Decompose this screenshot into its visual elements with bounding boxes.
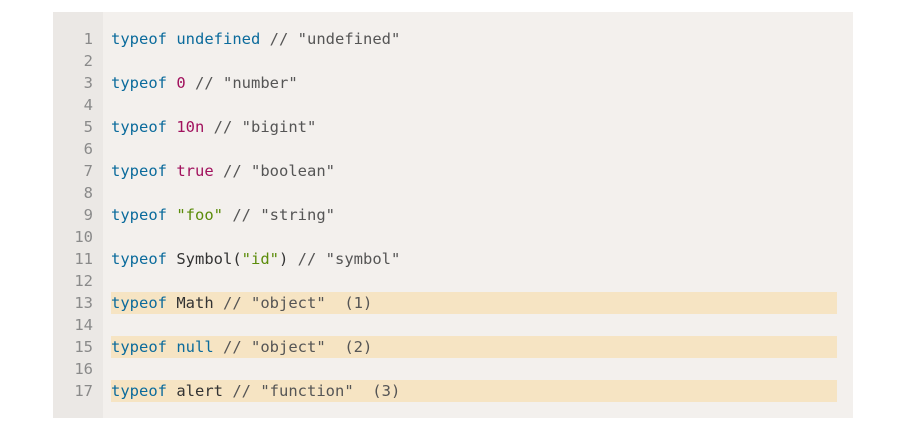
code-line: 15 typeof null // "object" (2) [53, 336, 853, 358]
code-token: Symbol( [167, 250, 242, 268]
line-number: 8 [83, 184, 93, 202]
code-token: // "number" [185, 74, 298, 92]
code-line: 17 typeof alert // "function" (3) [53, 380, 853, 402]
code-line: 8 [53, 182, 853, 204]
code-token: // "bigint" [204, 118, 317, 136]
line-number: 11 [74, 250, 93, 268]
line-number: 2 [83, 52, 93, 70]
line-number: 5 [83, 118, 93, 136]
code-token: typeof [111, 294, 167, 312]
code-text: typeof undefined // "undefined" [111, 28, 400, 50]
code-token: typeof [111, 74, 167, 92]
line-number: 15 [74, 338, 93, 356]
line-number: 7 [83, 162, 93, 180]
code-token [167, 338, 176, 356]
code-line: 5 typeof 10n // "bigint" [53, 116, 853, 138]
line-number: 14 [74, 316, 93, 334]
code-line: 12 [53, 270, 853, 292]
code-token: 10n [176, 118, 205, 136]
code-token: undefined [176, 30, 261, 48]
code-token: // "object" (1) [213, 294, 373, 312]
code-line: 2 [53, 50, 853, 72]
code-token: // "string" [223, 206, 335, 224]
code-line: 10 [53, 226, 853, 248]
code-text: typeof 10n // "bigint" [111, 116, 316, 138]
code-line: 1 typeof undefined // "undefined" [53, 28, 853, 50]
code-line: 13 typeof Math // "object" (1) [53, 292, 853, 314]
code-line: 16 [53, 358, 853, 380]
code-token: typeof [111, 162, 167, 180]
line-number: 17 [74, 382, 93, 400]
code-lines: 1 typeof undefined // "undefined" 2 3 typeof… [53, 28, 853, 402]
code-token: typeof [111, 30, 167, 48]
line-number: 1 [83, 30, 93, 48]
code-token [167, 74, 176, 92]
line-number: 4 [83, 96, 93, 114]
code-token: "id" [241, 250, 279, 268]
code-text: typeof true // "boolean" [111, 160, 335, 182]
line-number: 9 [83, 206, 93, 224]
code-text: typeof Symbol("id") // "symbol" [111, 248, 400, 270]
line-number: 16 [74, 360, 93, 378]
code-line: 14 [53, 314, 853, 336]
code-text: typeof null // "object" (2) [111, 336, 372, 358]
code-text: typeof "foo" // "string" [111, 204, 335, 226]
code-token: // "symbol" [288, 250, 401, 268]
line-number: 3 [83, 74, 93, 92]
code-token [167, 118, 176, 136]
code-token: ) [278, 250, 289, 268]
code-token: // "function" (3) [223, 382, 401, 400]
code-token: // "undefined" [260, 30, 401, 48]
code-token: // "object" (2) [213, 338, 373, 356]
code-line: 9 typeof "foo" // "string" [53, 204, 853, 226]
code-token: Math [167, 294, 214, 312]
code-token: typeof [111, 338, 167, 356]
code-token: 0 [176, 74, 186, 92]
code-line: 4 [53, 94, 853, 116]
code-token: typeof [111, 118, 167, 136]
code-token: alert [167, 382, 223, 400]
line-number: 6 [83, 140, 93, 158]
line-number: 13 [74, 294, 93, 312]
code-line: 3 typeof 0 // "number" [53, 72, 853, 94]
line-number: 10 [74, 228, 93, 246]
code-token: typeof [111, 382, 167, 400]
code-line: 7 typeof true // "boolean" [53, 160, 853, 182]
code-token [167, 162, 176, 180]
code-token [167, 30, 176, 48]
line-highlight [111, 336, 837, 358]
code-text: typeof 0 // "number" [111, 72, 298, 94]
line-highlight [111, 380, 837, 402]
code-token: true [176, 162, 214, 180]
line-highlight [111, 292, 837, 314]
code-text: typeof alert // "function" (3) [111, 380, 400, 402]
code-token [167, 206, 176, 224]
code-token: typeof [111, 250, 167, 268]
code-token: typeof [111, 206, 167, 224]
code-line: 6 [53, 138, 853, 160]
code-line: 11 typeof Symbol("id") // "symbol" [53, 248, 853, 270]
line-number-gutter [53, 12, 103, 418]
code-token: "foo" [176, 206, 224, 224]
code-token: // "boolean" [213, 162, 335, 180]
line-number: 12 [74, 272, 93, 290]
code-text: typeof Math // "object" (1) [111, 292, 372, 314]
code-token: null [176, 338, 214, 356]
code-block[interactable]: 1 typeof undefined // "undefined" 2 3 typeof… [53, 12, 853, 418]
